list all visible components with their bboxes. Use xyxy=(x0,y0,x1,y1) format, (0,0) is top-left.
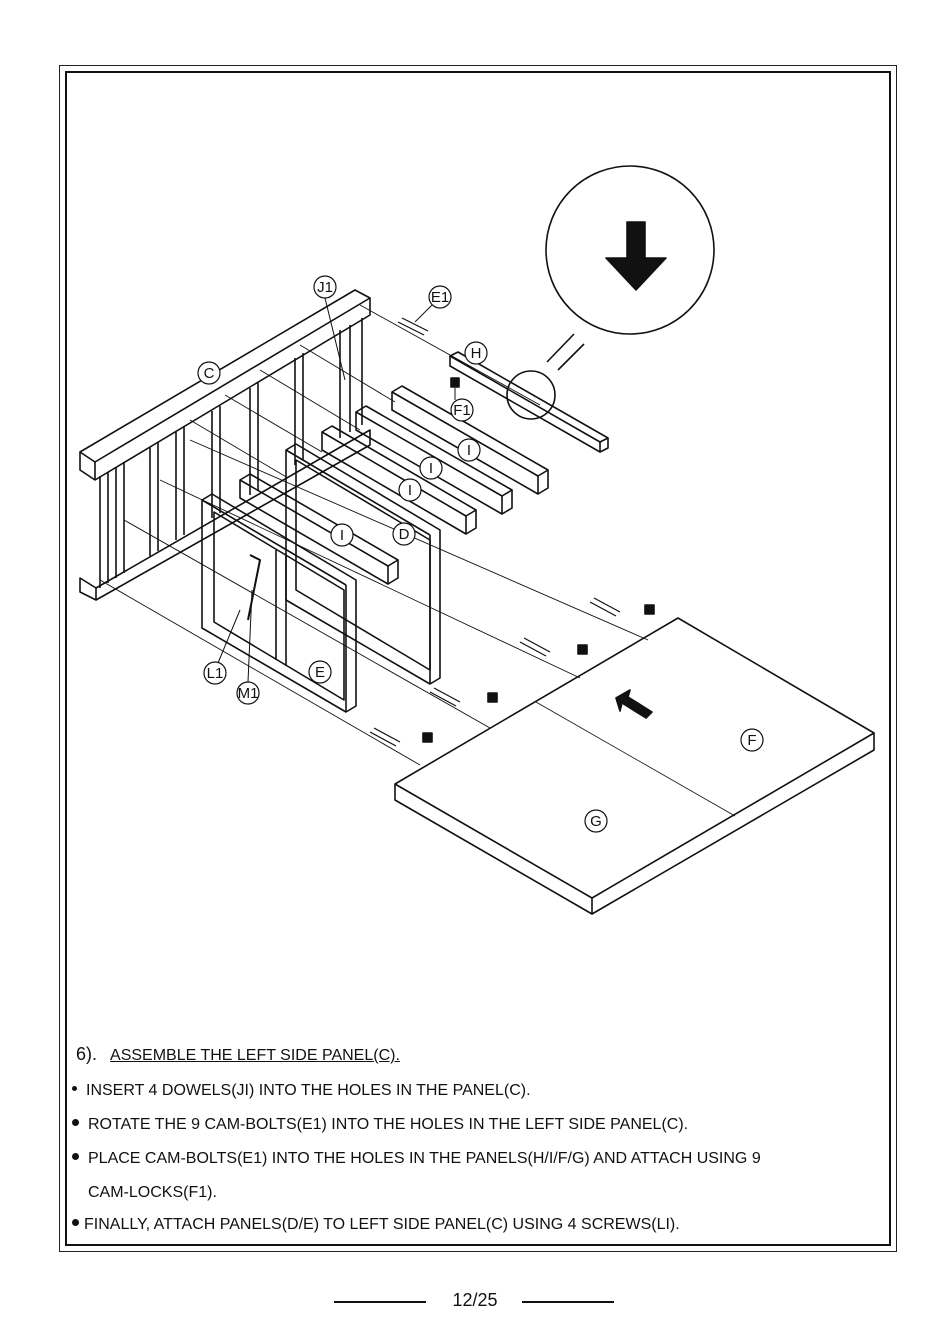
cam-bolts xyxy=(369,317,621,747)
label-e1: E1 xyxy=(431,289,449,306)
label-i-1: I xyxy=(467,442,471,459)
label-i-3: I xyxy=(408,482,412,499)
step-title: ASSEMBLE THE LEFT SIDE PANEL(C). xyxy=(110,1047,400,1064)
label-f1: F1 xyxy=(453,402,471,419)
label-h: H xyxy=(471,345,482,362)
page-border-inner xyxy=(65,71,891,1246)
panel-d xyxy=(285,443,441,685)
label-f: F xyxy=(747,732,756,749)
label-g: G xyxy=(590,813,602,830)
label-e: E xyxy=(315,664,325,681)
instruction-3-continued: CAM-LOCKS(F1). xyxy=(88,1184,217,1201)
label-d: D xyxy=(399,526,410,543)
page-number: 12/25 xyxy=(452,1290,498,1310)
cam-locks xyxy=(422,377,655,743)
left-side-panel-c xyxy=(79,289,371,601)
instruction-4: FINALLY, ATTACH PANELS(D/E) TO LEFT SIDE… xyxy=(72,1215,887,1235)
bullet-icon xyxy=(72,1219,79,1227)
label-j1: J1 xyxy=(317,279,333,296)
panels-f-g xyxy=(394,617,875,915)
label-m1: M1 xyxy=(238,685,259,702)
instruction-3: PLACE CAM-BOLTS(E1) INTO THE HOLES IN TH… xyxy=(72,1149,887,1169)
instruction-1: INSERT 4 DOWELS(JI) INTO THE HOLES IN TH… xyxy=(72,1081,887,1101)
label-i-2: I xyxy=(429,460,433,477)
panel-e xyxy=(201,493,357,713)
detail-circle xyxy=(545,165,715,335)
footer-rule-left xyxy=(334,1301,426,1303)
instruction-2: ROTATE THE 9 CAM-BOLTS(E1) INTO THE HOLE… xyxy=(72,1115,887,1135)
label-c: C xyxy=(204,365,215,382)
footer-rule-right xyxy=(522,1301,614,1303)
label-l1: L1 xyxy=(207,665,224,682)
panel-h xyxy=(449,351,609,453)
bullet-icon xyxy=(72,1153,79,1161)
page-border-outer xyxy=(59,65,897,1252)
bullet-icon xyxy=(72,1119,79,1127)
step-number: 6). xyxy=(76,1044,98,1064)
down-arrow-icon xyxy=(605,221,667,291)
label-i-4: I xyxy=(340,527,344,544)
bullet-icon xyxy=(72,1086,77,1092)
direction-arrow-icon xyxy=(615,689,653,719)
step-heading: 6). ASSEMBLE THE LEFT SIDE PANEL(C). xyxy=(76,1044,400,1065)
